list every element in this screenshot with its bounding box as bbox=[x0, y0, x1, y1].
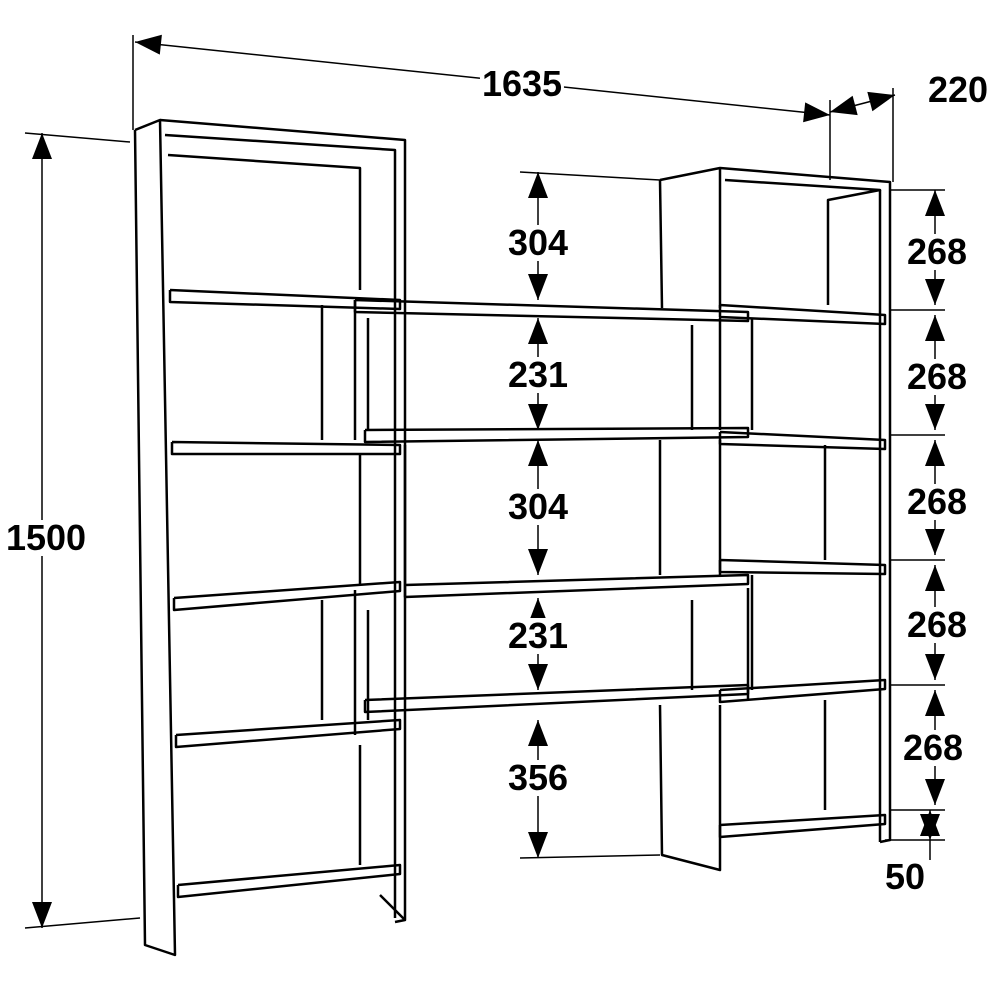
right-tower-outline bbox=[659, 166, 892, 844]
arrow-middle-down-1 bbox=[528, 274, 548, 300]
arrow-middle-up-3 bbox=[528, 440, 548, 466]
arrow-middle-up-2 bbox=[528, 318, 548, 344]
arrow-right-down-2 bbox=[925, 404, 945, 430]
arrow-middle-up-1 bbox=[528, 172, 548, 198]
arrow-depth-right bbox=[867, 91, 895, 112]
dim-right-3: 268 bbox=[904, 481, 970, 522]
arrow-right-down-5 bbox=[925, 779, 945, 805]
arrow-right-down-3 bbox=[925, 529, 945, 555]
ext-line-mid-bottom bbox=[519, 854, 661, 859]
ext-line-bottom bbox=[24, 917, 141, 929]
dim-overall-width: 1635 bbox=[479, 63, 565, 104]
arrow-right-up-3 bbox=[925, 440, 945, 466]
right-tower-top-inner bbox=[724, 178, 882, 305]
left-tower-inner-top bbox=[164, 133, 397, 918]
arrow-right-down-1 bbox=[925, 279, 945, 305]
arrow-depth-left bbox=[830, 95, 858, 116]
right-shelf-4 bbox=[718, 678, 887, 704]
arrow-middle-up-5 bbox=[528, 720, 548, 746]
right-shelf-3 bbox=[718, 558, 887, 576]
middle-shelf-top bbox=[353, 298, 750, 323]
dim-overall-height: 1500 bbox=[3, 517, 89, 558]
dim-right-4: 268 bbox=[904, 604, 970, 645]
middle-shelf-2 bbox=[363, 426, 750, 444]
arrow-width-left bbox=[135, 34, 162, 55]
arrow-middle-down-5 bbox=[528, 832, 548, 858]
arrow-middle-down-4 bbox=[528, 664, 548, 690]
right-shelf-5 bbox=[718, 813, 887, 839]
arrow-middle-up-4 bbox=[528, 598, 548, 624]
dim-middle-2: 231 bbox=[505, 354, 571, 395]
ext-line-mid-top bbox=[519, 171, 661, 181]
left-tower-side-panel bbox=[133, 118, 177, 957]
arrow-height-top bbox=[32, 133, 52, 159]
left-shelf-2 bbox=[170, 440, 402, 456]
arrow-right-down-4 bbox=[925, 654, 945, 680]
arrow-width-right bbox=[803, 102, 830, 123]
left-shelf-5 bbox=[176, 863, 402, 899]
arrow-right-up-5 bbox=[925, 690, 945, 716]
arrow-middle-down-2 bbox=[528, 404, 548, 430]
middle-shelf-3 bbox=[403, 573, 750, 599]
dim-middle-1: 304 bbox=[505, 222, 571, 263]
right-front-panel-bottom bbox=[658, 704, 722, 872]
left-shelf-3 bbox=[172, 580, 402, 612]
dim-middle-3: 304 bbox=[505, 486, 571, 527]
dim-middle-4: 231 bbox=[505, 615, 571, 656]
dim-middle-5: 356 bbox=[505, 757, 571, 798]
middle-shelf-4 bbox=[363, 683, 750, 714]
dim-right-2: 268 bbox=[904, 356, 970, 397]
dim-depth: 220 bbox=[925, 69, 991, 110]
right-shelf-1 bbox=[718, 303, 887, 326]
arrow-right-up-4 bbox=[925, 565, 945, 591]
arrow-middle-down-3 bbox=[528, 549, 548, 575]
left-shelf-4 bbox=[174, 718, 402, 749]
dim-right-5: 268 bbox=[900, 727, 966, 768]
left-tower-top-inner bbox=[167, 153, 362, 290]
left-tower-back-edge bbox=[159, 118, 407, 924]
arrow-right-up-1 bbox=[925, 190, 945, 216]
right-front-panel-top bbox=[658, 179, 664, 309]
right-shelf-2 bbox=[718, 430, 887, 451]
dim-right-1: 268 bbox=[904, 231, 970, 272]
left-plinth bbox=[379, 894, 406, 921]
arrow-plinth-down bbox=[920, 814, 940, 840]
arrow-right-up-2 bbox=[925, 315, 945, 341]
dim-plinth: 50 bbox=[882, 856, 928, 897]
arrow-height-bottom bbox=[32, 902, 52, 928]
left-shelf-1 bbox=[168, 288, 402, 311]
